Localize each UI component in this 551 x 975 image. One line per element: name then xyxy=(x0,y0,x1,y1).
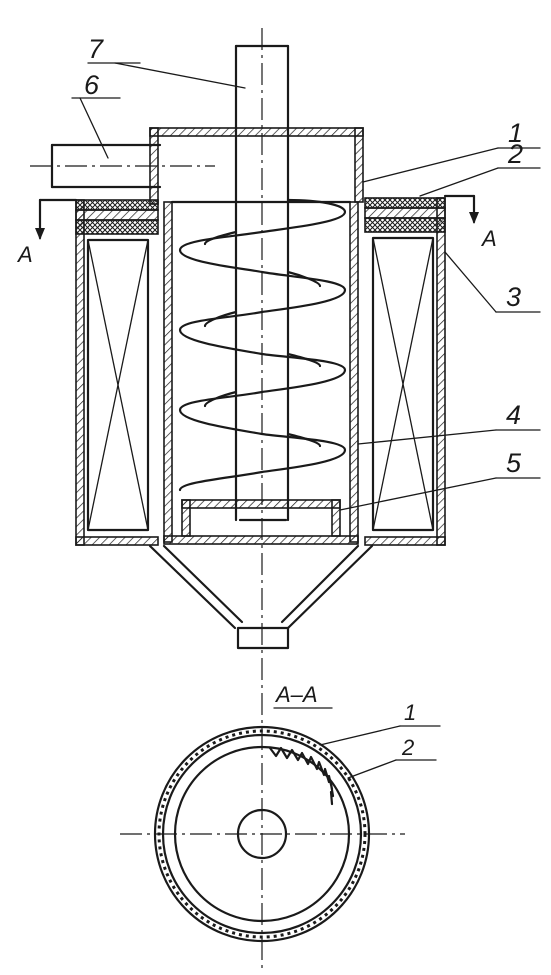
inner-chamber xyxy=(163,200,359,545)
label-part-4: 4 xyxy=(506,400,521,430)
auger-helix xyxy=(178,198,347,492)
section-label-part-1: 1 xyxy=(404,700,416,725)
leader-lines xyxy=(71,62,541,511)
label-part-7: 7 xyxy=(88,34,104,64)
coil-right xyxy=(364,197,446,546)
section-mark-left: A xyxy=(16,242,33,267)
coil-left xyxy=(75,199,159,546)
section-label-part-2: 2 xyxy=(401,735,414,760)
section-arrow-left xyxy=(35,198,78,240)
bottom-plate xyxy=(181,499,341,537)
label-part-3: 3 xyxy=(506,282,521,312)
section-arrow-right xyxy=(443,194,479,224)
section-view xyxy=(120,725,405,943)
section-title: A–A xyxy=(274,682,318,707)
inlet-pipe xyxy=(30,143,215,189)
label-part-2: 2 xyxy=(507,139,523,169)
conical-hopper xyxy=(148,544,374,650)
shaft xyxy=(234,44,290,522)
label-part-6: 6 xyxy=(84,70,100,100)
label-part-1: 1 xyxy=(508,118,523,148)
section-mark-right: A xyxy=(480,226,497,251)
label-part-5: 5 xyxy=(506,448,522,478)
